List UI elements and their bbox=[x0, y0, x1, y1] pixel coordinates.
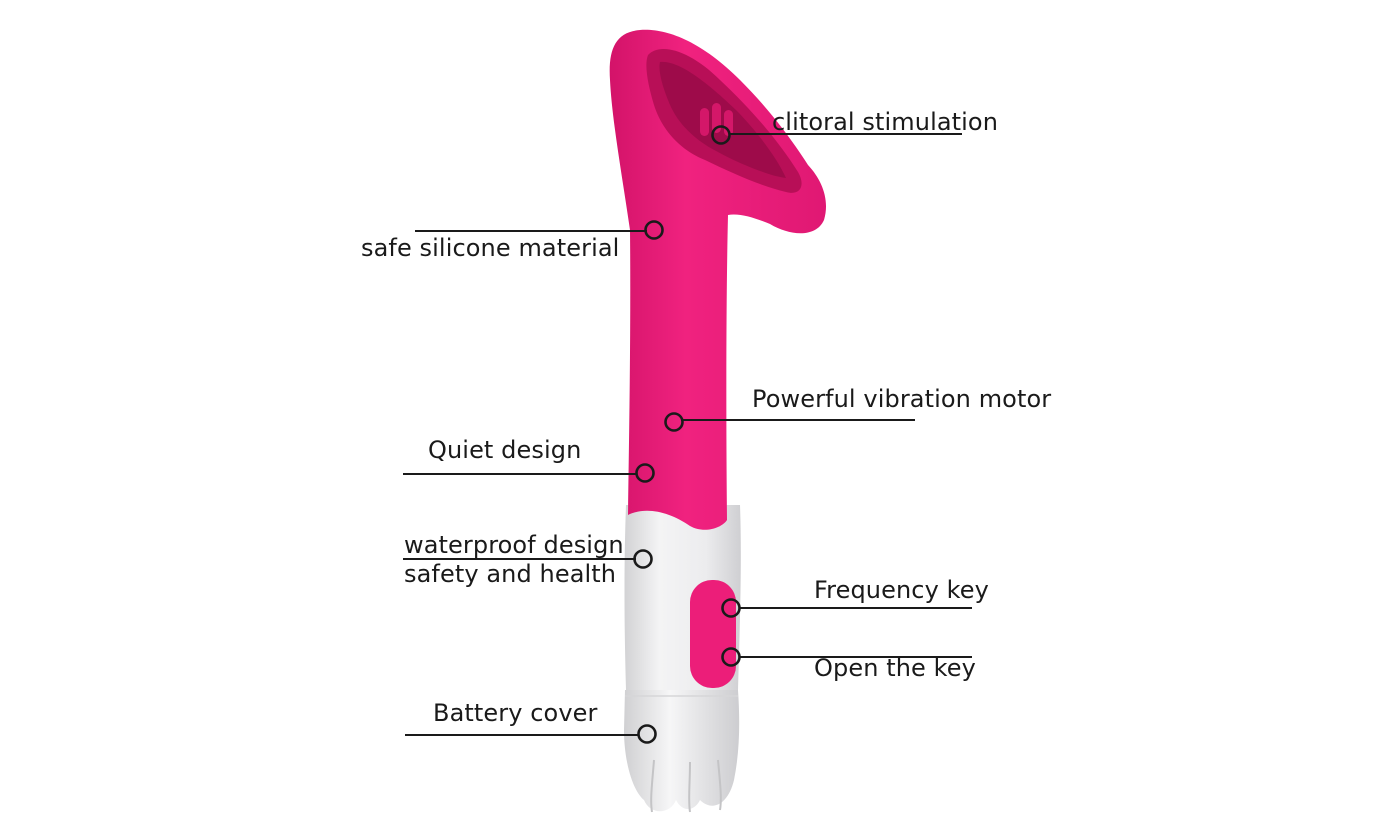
label-waterproof-design: waterproof design safety and health bbox=[404, 531, 624, 589]
label-battery-cover: Battery cover bbox=[433, 699, 598, 727]
label-open-the-key: Open the key bbox=[814, 654, 976, 682]
marker-open bbox=[721, 647, 741, 667]
control-panel bbox=[690, 580, 736, 688]
leader-lines bbox=[403, 133, 972, 736]
hotspot-markers bbox=[633, 125, 741, 744]
marker-waterproof bbox=[633, 549, 653, 569]
label-frequency-key: Frequency key bbox=[814, 576, 989, 604]
marker-motor bbox=[664, 412, 684, 432]
battery-cap bbox=[624, 690, 740, 812]
label-safe-silicone-material: safe silicone material bbox=[361, 234, 620, 262]
mouth-inner-shadow bbox=[659, 61, 786, 178]
marker-battery bbox=[637, 724, 657, 744]
label-waterproof-line1: waterproof design bbox=[404, 531, 624, 559]
marker-silicone bbox=[644, 220, 664, 240]
battery-cap-ridge bbox=[650, 759, 722, 813]
label-clitoral-stimulation: clitoral stimulation bbox=[772, 108, 999, 136]
label-waterproof-line2: safety and health bbox=[404, 560, 617, 588]
marker-frequency bbox=[721, 598, 741, 618]
label-quiet-design: Quiet design bbox=[428, 436, 582, 464]
marker-clitoral bbox=[711, 125, 731, 145]
marker-quiet bbox=[635, 463, 655, 483]
label-powerful-vibration-motor: Powerful vibration motor bbox=[752, 385, 1052, 413]
